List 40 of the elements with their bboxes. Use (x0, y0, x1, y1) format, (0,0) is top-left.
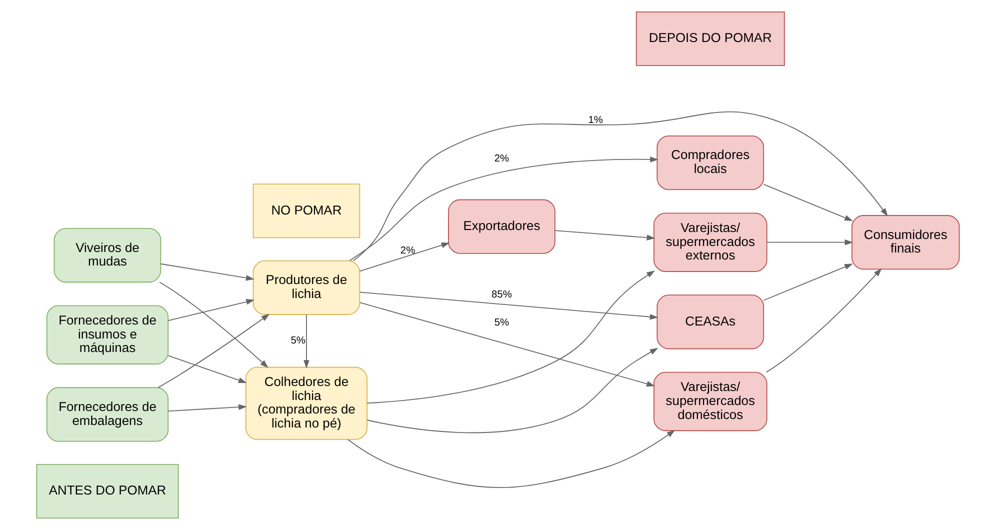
edge-label: 2% (494, 154, 509, 165)
arrow (762, 264, 852, 301)
arrow (366, 348, 658, 434)
node-box: Consumidores finais (851, 215, 960, 270)
arrow (358, 302, 654, 387)
edge-label: 1% (588, 114, 602, 126)
node-box: Viveiros de mudas (53, 228, 161, 283)
arrow (358, 292, 658, 320)
arrow (358, 242, 450, 272)
arrow (766, 239, 853, 246)
arrow (554, 230, 655, 240)
arrow (167, 404, 246, 412)
arrow (352, 111, 888, 262)
node-box: Fornecedores de embalagens (46, 387, 168, 442)
node-box: Varejistas/ supermercados domésticos (652, 372, 767, 432)
edge-label: 5% (290, 335, 305, 346)
node-box: DEPOIS DO POMAR (635, 11, 784, 66)
arrow (765, 268, 882, 373)
arrow (160, 263, 254, 281)
node-box: ANTES DO POMAR (36, 464, 178, 519)
arrow (303, 314, 309, 368)
arrow (167, 298, 254, 321)
arrow (347, 430, 675, 488)
arrow (157, 314, 270, 388)
arrow (167, 355, 246, 383)
arrow (158, 282, 268, 368)
edge-label: 85% (491, 290, 512, 301)
node-box: NO POMAR (252, 184, 360, 238)
node-box: Produtores de lichia (252, 260, 360, 315)
edge-label: 5% (494, 317, 509, 328)
arrow (762, 184, 852, 222)
node-box: CEASAs (656, 294, 764, 350)
node-box: Colhedores de lichia (compradores de lichia no pé) (244, 366, 368, 440)
arrow (348, 156, 658, 262)
node-box: Compradores locais (656, 135, 764, 190)
edge-label: 2% (400, 245, 415, 256)
node-box: Varejistas/ supermercados externos (652, 212, 767, 272)
node-box: Fornecedores de insumos e máquinas (46, 305, 168, 364)
node-box: Exportadores (448, 199, 555, 254)
arrow (366, 270, 654, 404)
